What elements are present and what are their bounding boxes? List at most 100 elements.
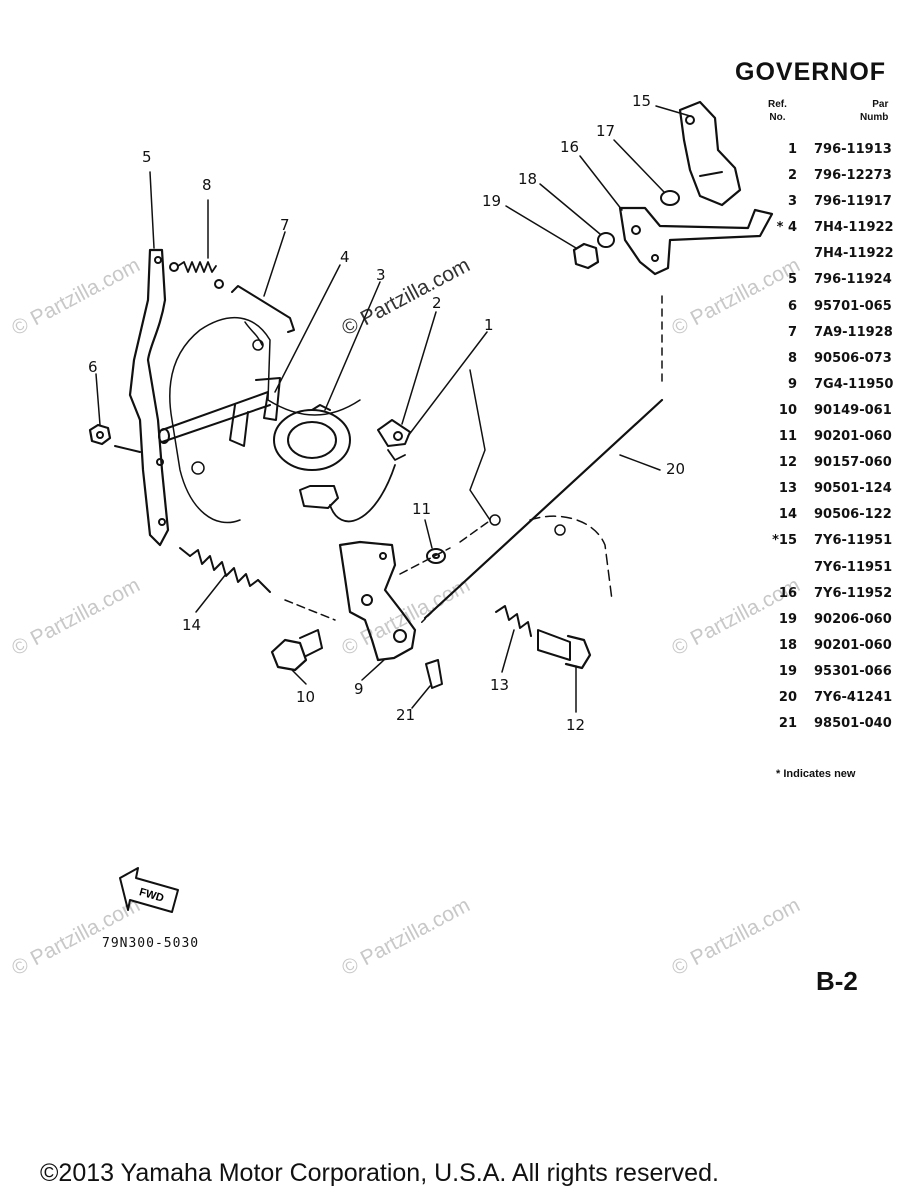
spring [495, 605, 532, 637]
page-title: GOVERNOF [735, 58, 887, 86]
part-number: 7A9-11928 [814, 324, 893, 340]
table-row: 6 95701-065 [760, 293, 898, 319]
part-number: 90506-122 [814, 507, 892, 523]
table-row: 7 7A9-11928 [760, 319, 898, 345]
washer [426, 548, 446, 564]
weight-housing-ring [273, 409, 351, 471]
part-number: 90501-124 [814, 481, 892, 497]
part-number: 796-11913 [814, 142, 892, 157]
ref-number: 5 [787, 272, 797, 288]
callout-16: 16 [560, 138, 579, 156]
ref-number: * 4 [776, 220, 797, 236]
callout-21: 21 [396, 706, 415, 724]
part-number: 90201-060 [814, 429, 892, 445]
table-row: 12 90157-060 [760, 449, 898, 475]
nut [88, 423, 112, 446]
callout-9: 9 [354, 680, 364, 698]
flange-bolt [270, 638, 308, 672]
governor-shaft [161, 391, 271, 443]
fwd-arrow [119, 867, 179, 913]
spring [189, 549, 259, 587]
part-number: 7Y6-41241 [814, 689, 893, 705]
callout-7: 7 [280, 216, 290, 234]
washer [597, 232, 615, 248]
ref-number: 1 [787, 142, 797, 157]
small-screw [425, 659, 443, 689]
spring [177, 261, 217, 273]
callout-4: 4 [340, 248, 350, 266]
ref-number: 20 [778, 689, 797, 705]
governor-shaft-fork [229, 377, 281, 447]
control-rod [423, 398, 664, 620]
link-rod [231, 285, 295, 333]
ref-number: 6 [787, 298, 797, 314]
part-number: 90149-061 [814, 402, 892, 418]
part-number: 7Y6-11951 [814, 533, 893, 549]
callout-15: 15 [632, 92, 651, 110]
ref-number: 19 [778, 611, 797, 627]
hex-bolt [537, 629, 571, 661]
table-row: 7Y6-11951 [760, 554, 898, 580]
part-number: 7H4-11922 [814, 246, 894, 262]
engine-casting-outline [469, 369, 491, 521]
ref-number: 12 [778, 455, 797, 471]
callout-18: 18 [518, 170, 537, 188]
callout-5: 5 [142, 148, 152, 166]
ref-number: 18 [778, 637, 797, 653]
page-id: B-2 [816, 966, 858, 996]
callout-10: 10 [296, 688, 315, 706]
ref-number: 16 [778, 585, 797, 601]
ref-number: 7 [787, 324, 797, 340]
ref-number: 13 [778, 481, 797, 497]
part-number: 95701-065 [814, 298, 892, 314]
ref-number: 11 [778, 429, 797, 445]
footnote: * Indicates new [776, 768, 856, 780]
part-number: 796-12273 [814, 168, 892, 184]
table-row: 13 90501-124 [760, 475, 898, 501]
callout-6: 6 [88, 358, 98, 376]
table-row: 7H4-11922 [760, 240, 898, 266]
table-row: 20 7Y6-41241 [760, 684, 898, 710]
ref-number: 10 [778, 402, 797, 418]
copyright-notice: ©2013 Yamaha Motor Corporation, U.S.A. A… [40, 1159, 719, 1187]
callout-20: 20 [666, 460, 685, 478]
ref-number: 3 [787, 194, 797, 210]
table-row: 11 90201-060 [760, 423, 898, 449]
part-number: 98501-040 [814, 716, 892, 732]
part-number: 796-11917 [814, 194, 892, 210]
part-number: 90506-073 [814, 350, 892, 366]
part-number: 90206-060 [814, 611, 892, 627]
washer [660, 190, 680, 206]
header-ref: Ref.No. [768, 99, 787, 123]
bracket [338, 540, 417, 662]
engine-casting-outline [169, 316, 361, 524]
callout-12: 12 [566, 716, 585, 734]
ref-number: 21 [778, 716, 797, 732]
table-row: 10 90149-061 [760, 397, 898, 423]
engine-casting-outline [244, 321, 263, 346]
callout-8: 8 [202, 176, 212, 194]
part-number: 90201-060 [814, 637, 892, 653]
ref-number: 19 [778, 663, 797, 679]
connecting-wire [329, 464, 396, 523]
table-row: 3 796-11917 [760, 188, 898, 214]
callout-19: 19 [482, 192, 501, 210]
part-number: 90157-060 [814, 455, 892, 471]
table-row: 1 796-11913 [760, 136, 898, 162]
table-row: 19 90206-060 [760, 606, 898, 632]
callout-13: 13 [490, 676, 509, 694]
callout-3: 3 [376, 266, 386, 284]
callout-1: 1 [484, 316, 494, 334]
callout-11: 11 [412, 500, 431, 518]
part-number: 7G4-11950 [814, 376, 894, 392]
